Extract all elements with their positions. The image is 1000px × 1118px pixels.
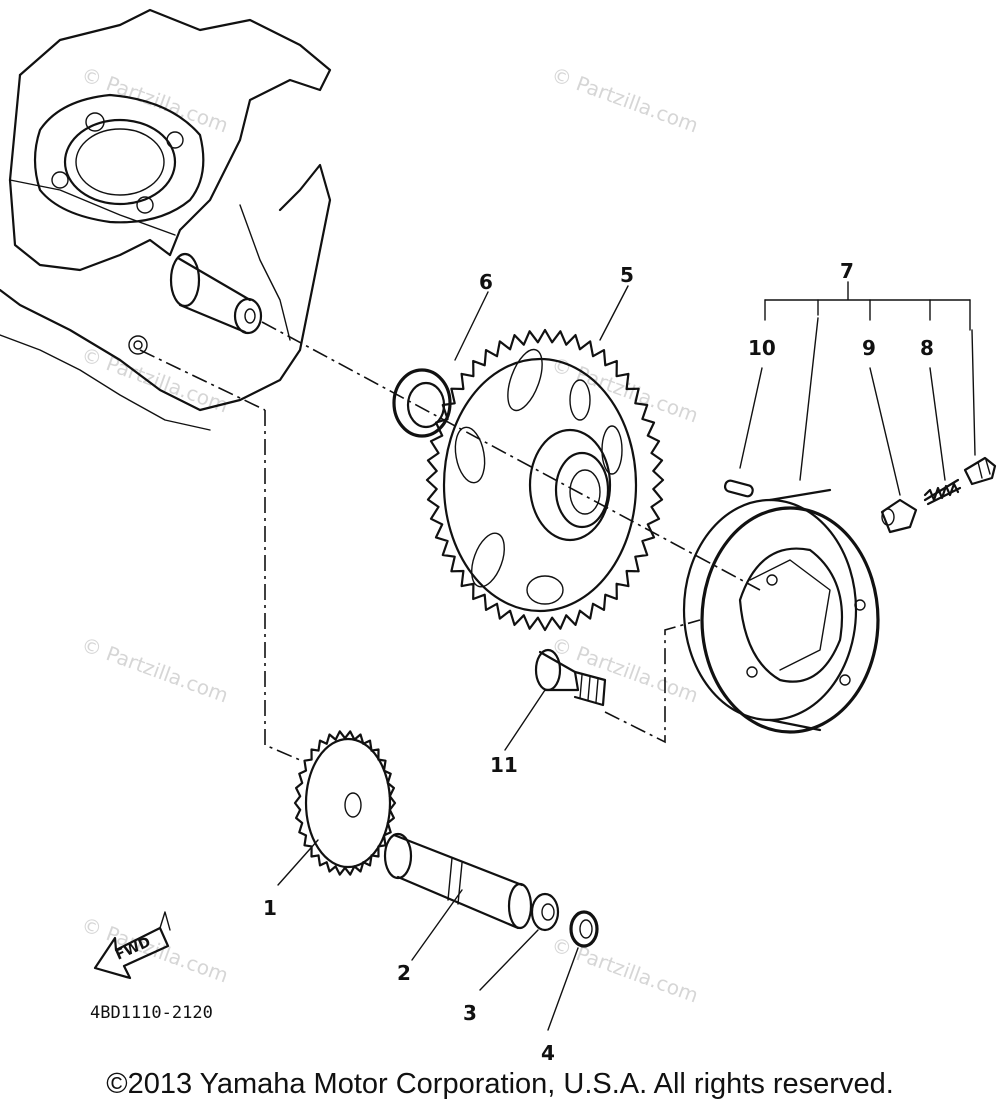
crankshaft-end [169, 252, 263, 335]
callout-labels: 1 2 3 4 5 6 7 8 9 10 11 [263, 259, 934, 1065]
washer-part-3 [530, 892, 560, 932]
callout-8: 8 [920, 336, 934, 360]
callout-10: 10 [748, 336, 776, 360]
clutch-assembly-part-7 [682, 488, 880, 734]
callout-1: 1 [263, 896, 277, 920]
spring-part-8 [923, 478, 962, 506]
circlip-part-4 [569, 910, 599, 948]
crankcase-illustration [0, 8, 332, 431]
watermarks: © Partzilla.com © Partzilla.com © Partzi… [78, 62, 701, 1007]
bolt-part-11 [534, 648, 607, 707]
watermark-text: © Partzilla.com [78, 912, 231, 987]
watermark-text: © Partzilla.com [78, 342, 231, 417]
watermark-text: © Partzilla.com [548, 932, 701, 1007]
shaft-part-2 [383, 832, 533, 930]
watermark-text: © Partzilla.com [548, 62, 701, 137]
leader-lines [277, 281, 976, 1031]
diagram-part-code: 4BD1110-2120 [90, 1003, 213, 1023]
callout-7: 7 [840, 259, 854, 283]
callout-11: 11 [490, 753, 518, 777]
callout-4: 4 [541, 1041, 555, 1065]
callout-3: 3 [463, 1001, 477, 1025]
watermark-text: © Partzilla.com [78, 62, 231, 137]
callout-9: 9 [862, 336, 876, 360]
callout-2: 2 [397, 961, 411, 985]
washer-part-6 [392, 368, 452, 438]
roller-part-9 [880, 498, 918, 534]
callout-5: 5 [620, 263, 634, 287]
cap-part [963, 456, 997, 486]
callout-6: 6 [479, 270, 493, 294]
watermark-text: © Partzilla.com [78, 632, 231, 707]
pin-part-10 [723, 479, 754, 498]
copyright-notice: ©2013 Yamaha Motor Corporation, U.S.A. A… [106, 1068, 894, 1100]
starter-gear-part-5 [425, 328, 665, 632]
idler-gear-part-1 [293, 730, 397, 876]
center-lines [139, 321, 761, 761]
